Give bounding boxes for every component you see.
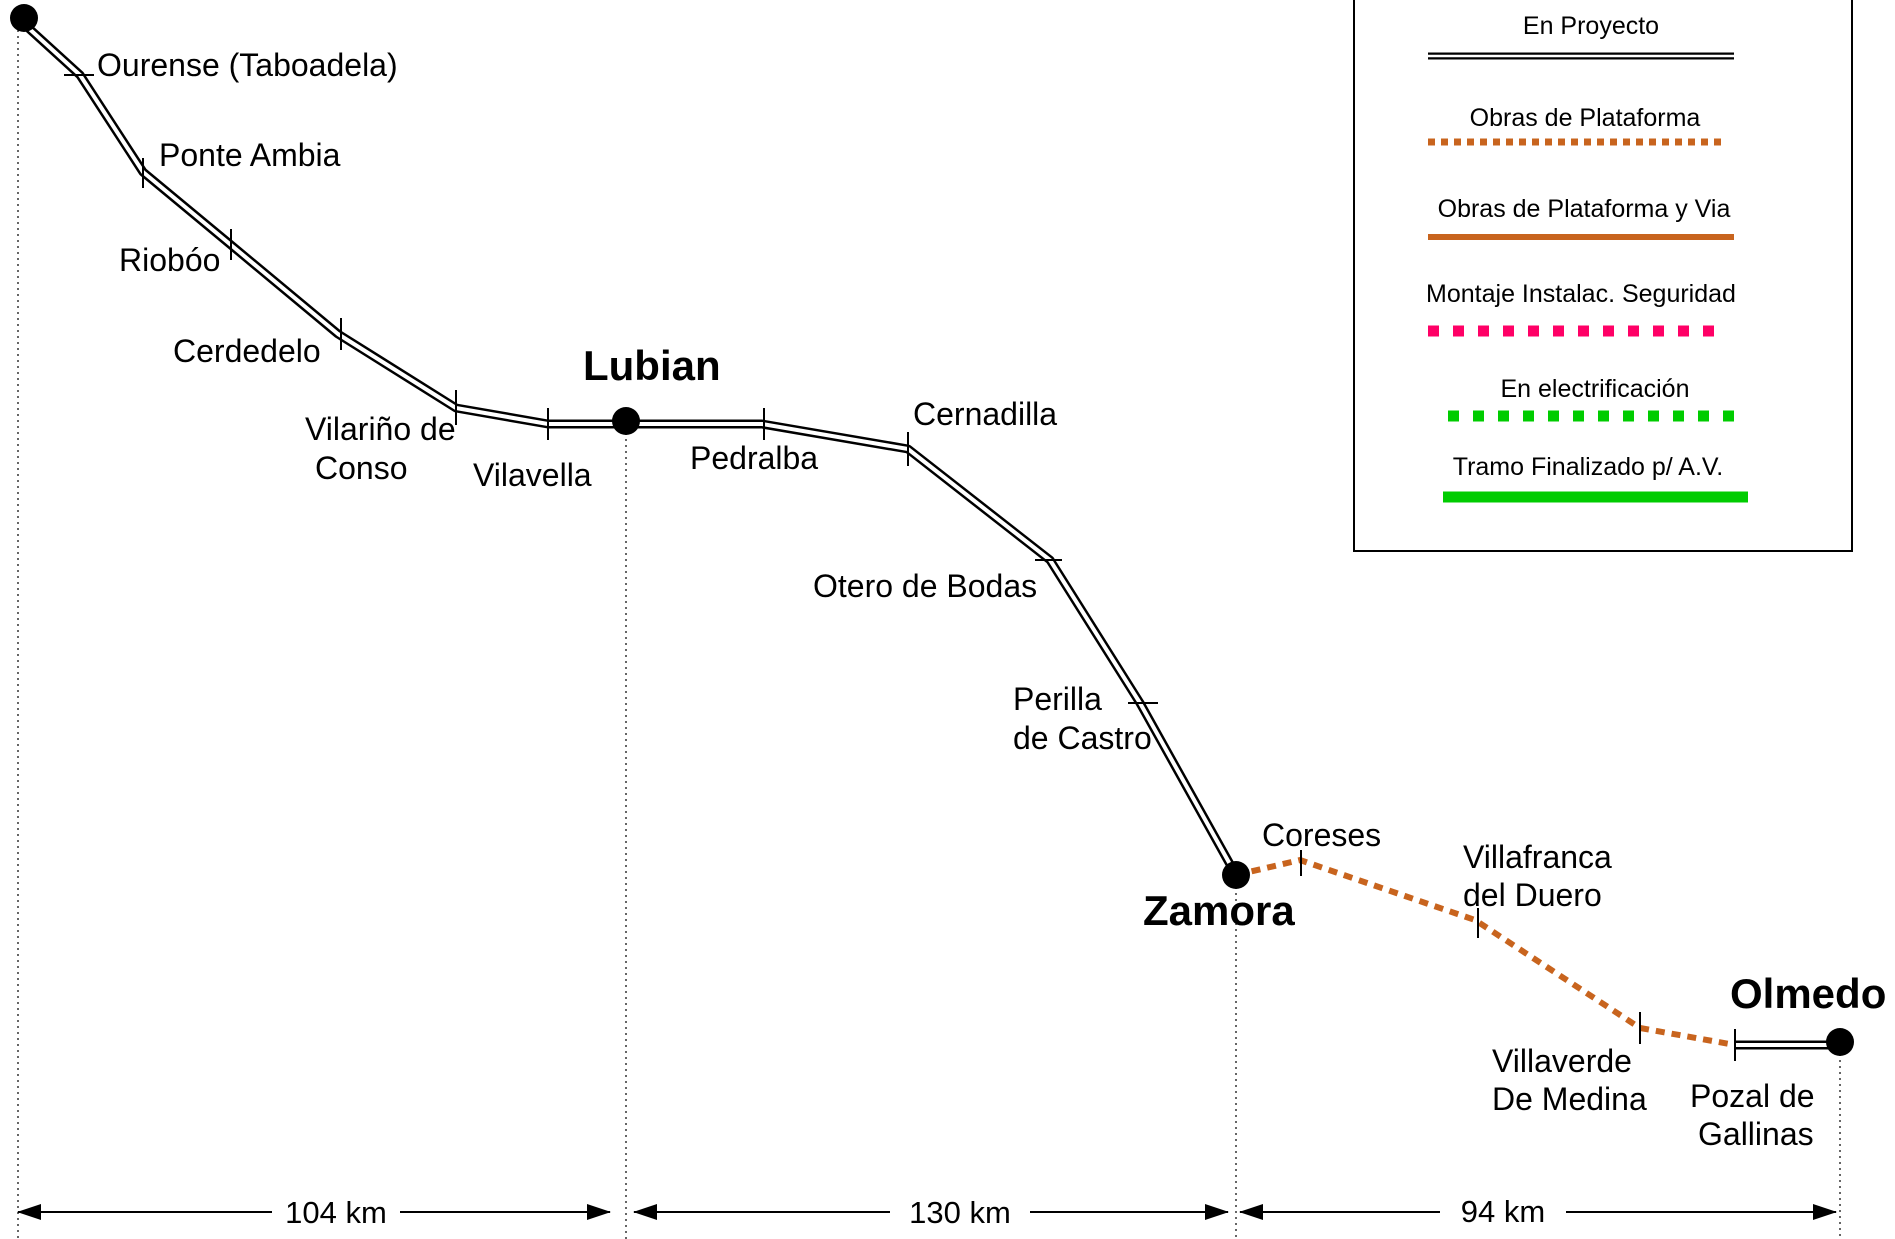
label-vilavella: Vilavella: [473, 457, 592, 493]
distance-labels: 104 km 130 km 94 km: [285, 1194, 1545, 1230]
legend-label-tramo-finalizado: Tramo Finalizado p/ A.V.: [1453, 453, 1724, 481]
legend-label-obras-plataforma-via: Obras de Plataforma y Via: [1438, 195, 1731, 223]
legend-label-en-proyecto: En Proyecto: [1523, 12, 1659, 40]
node-zamora: [1222, 861, 1250, 889]
city-lubian: Lubian: [583, 342, 721, 389]
label-rioboo: Riobóo: [119, 242, 220, 278]
vertical-guides: [17, 18, 1841, 1239]
distance-seg1: 104 km: [285, 1195, 387, 1230]
route-obras-plataforma: [1235, 857, 1736, 1048]
label-villaverde-line1: Villaverde: [1492, 1043, 1632, 1079]
label-cerdedelo: Cerdedelo: [173, 333, 321, 369]
label-coreses: Coreses: [1262, 817, 1381, 853]
legend-label-montaje: Montaje Instalac. Seguridad: [1426, 280, 1736, 308]
label-perilla-line1: Perilla: [1013, 681, 1102, 717]
label-pozal-line1: Pozal de: [1690, 1078, 1815, 1114]
legend-label-electrificacion: En electrificación: [1501, 375, 1690, 403]
label-cernadilla: Cernadilla: [913, 396, 1057, 432]
label-pozal-line2: Gallinas: [1698, 1116, 1814, 1152]
label-perilla-line2: de Castro: [1013, 720, 1152, 756]
legend: En Proyecto Obras de Plataforma Obras de…: [1353, 0, 1853, 552]
city-labels: Lubian Zamora Olmedo: [583, 342, 1886, 1017]
label-vilarino-line1: Vilariño de: [305, 411, 456, 447]
label-villaverde-line2: De Medina: [1492, 1081, 1647, 1117]
legend-label-obras-plataforma: Obras de Plataforma: [1470, 104, 1701, 132]
label-otero: Otero de Bodas: [813, 568, 1037, 604]
city-nodes: [10, 4, 1854, 1056]
station-ticks: [64, 74, 1736, 1061]
label-villafranca-line1: Villafranca: [1463, 839, 1612, 875]
node-lubian: [612, 407, 640, 435]
label-ponte-ambia: Ponte Ambia: [159, 137, 341, 173]
label-pedralba: Pedralba: [690, 440, 818, 476]
distance-seg2: 130 km: [909, 1195, 1011, 1230]
node-ourense: [10, 4, 38, 32]
label-villafranca-line2: del Duero: [1463, 877, 1602, 913]
city-zamora: Zamora: [1143, 887, 1295, 934]
legend-box: [1353, 0, 1853, 552]
label-ourense: Ourense (Taboadela): [97, 47, 398, 83]
node-olmedo: [1826, 1028, 1854, 1056]
distance-seg3: 94 km: [1461, 1194, 1545, 1229]
label-vilarino-line2: Conso: [315, 450, 408, 486]
station-labels: Ourense (Taboadela) Ponte Ambia Riobóo C…: [97, 47, 1815, 1152]
city-olmedo: Olmedo: [1730, 970, 1886, 1017]
